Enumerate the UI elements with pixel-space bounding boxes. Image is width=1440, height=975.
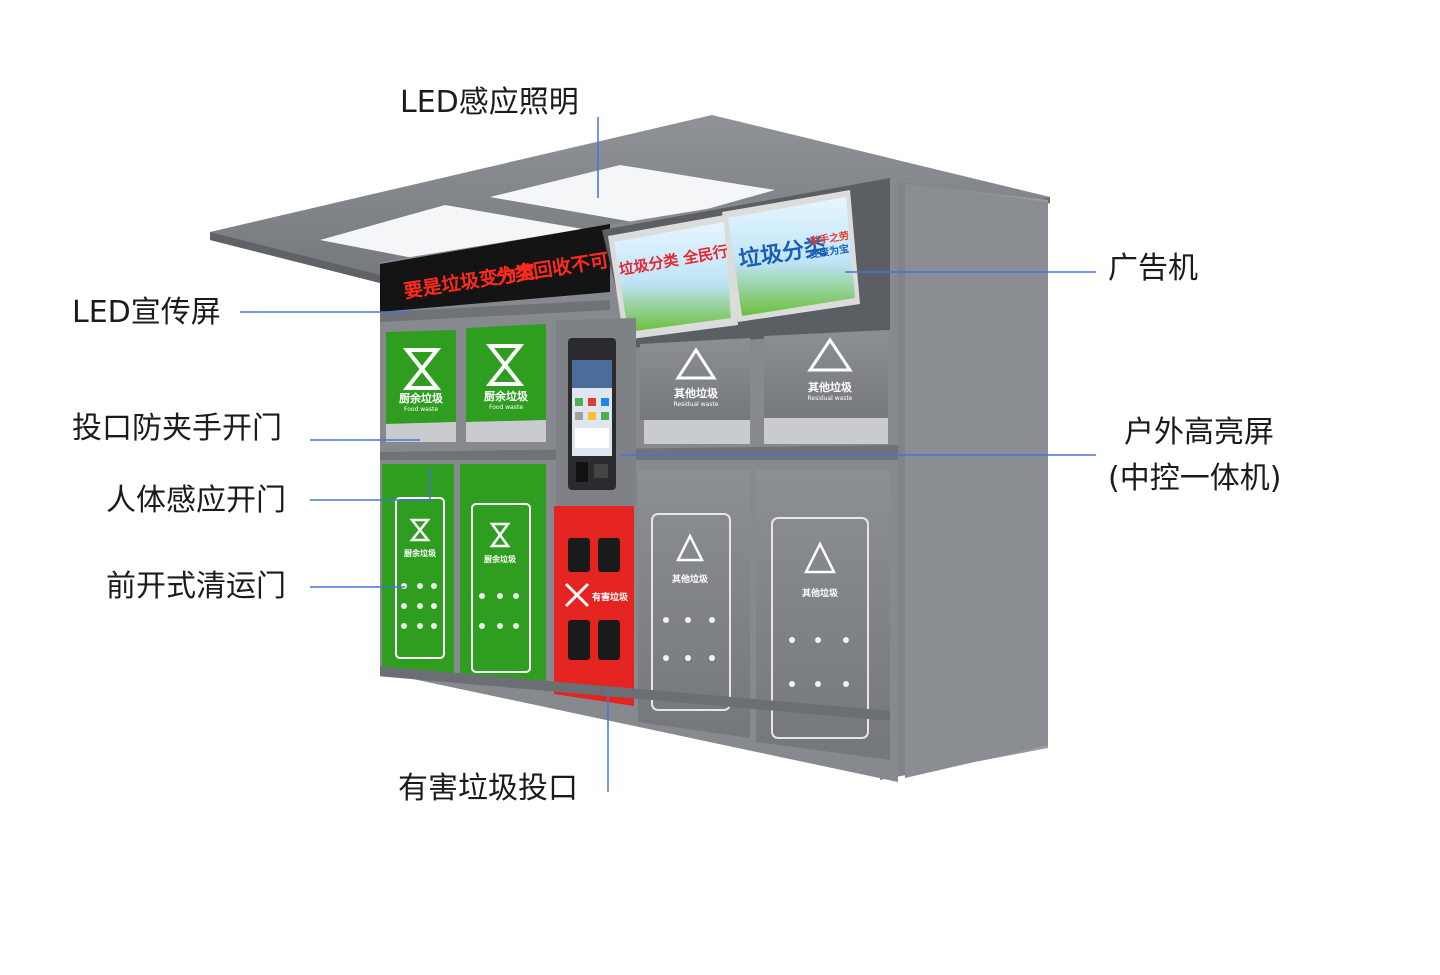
food-inlet-2-label: 厨余垃圾 — [484, 389, 529, 403]
food-inlet-1-label: 厨余垃圾 — [399, 391, 444, 405]
residual-clean-door-2 — [756, 470, 890, 760]
front-clean-doors: 厨余垃圾 厨余垃圾 有害垃圾 其他垃圾 其他垃圾 — [380, 464, 890, 760]
residual-inlet-panel-2 — [764, 330, 888, 420]
led-light-panel-right — [490, 165, 775, 225]
label-hazardous-inlet: 有害垃圾投口 — [398, 771, 578, 806]
residual-inlet-1-label: 其他垃圾 — [674, 386, 719, 400]
food-inlet-panel-2 — [466, 324, 546, 422]
residual-inlet-1-label-en: Residual waste — [674, 401, 719, 408]
door-waste-pictograms — [401, 583, 849, 687]
central-control-screen — [556, 318, 636, 506]
ad-machine: 垃圾分类 全民行动 垃圾分类 举手之劳 变废为宝 — [602, 178, 890, 348]
recycle-icon — [675, 337, 853, 380]
upper-inlet-panels: 厨余垃圾 Food waste 厨余垃圾 Food waste 其他垃圾 Res… — [386, 324, 888, 444]
hazard-x-icon — [564, 582, 590, 608]
residual-inlet-2-label-en: Residual waste — [808, 395, 853, 402]
door-recycle-icon — [675, 533, 837, 574]
food-door-2-label: 厨余垃圾 — [484, 554, 516, 564]
label-ad-machine: 广告机 — [1108, 251, 1198, 286]
hourglass-icon — [402, 344, 525, 390]
leader-lines — [240, 117, 1096, 792]
residual-inlet-2-label: 其他垃圾 — [808, 380, 853, 394]
food-door-1-label: 厨余垃圾 — [404, 548, 436, 558]
residual-door-2-label: 其他垃圾 — [802, 587, 839, 599]
food-inlet-panel-1 — [386, 330, 456, 424]
food-inlet-1-label-en: Food waste — [404, 406, 438, 413]
residual-clean-door-1 — [638, 470, 750, 738]
label-outdoor-screen-line2: (中控一体机) — [1108, 461, 1282, 496]
label-anti-pinch-door: 投口防夹手开门 — [72, 411, 282, 446]
label-led-screen: LED宣传屏 — [72, 295, 221, 330]
led-banner: 要是垃圾变为宝 分类回收不可少 — [380, 224, 629, 312]
door-hourglass-icon — [409, 518, 511, 548]
food-clean-door-2 — [460, 464, 546, 690]
label-led-lighting: LED感应照明 — [400, 85, 579, 120]
residual-door-1-label: 其他垃圾 — [672, 573, 709, 585]
label-body-sensor-door: 人体感应开门 — [106, 483, 286, 518]
led-light-panel-left — [320, 205, 600, 270]
food-inlet-2-label-en: Food waste — [489, 404, 523, 411]
label-outdoor-screen-line1: 户外高亮屏 — [1124, 415, 1274, 450]
hazardous-door-label: 有害垃圾 — [592, 591, 629, 603]
label-front-clean-door: 前开式清运门 — [106, 569, 286, 604]
